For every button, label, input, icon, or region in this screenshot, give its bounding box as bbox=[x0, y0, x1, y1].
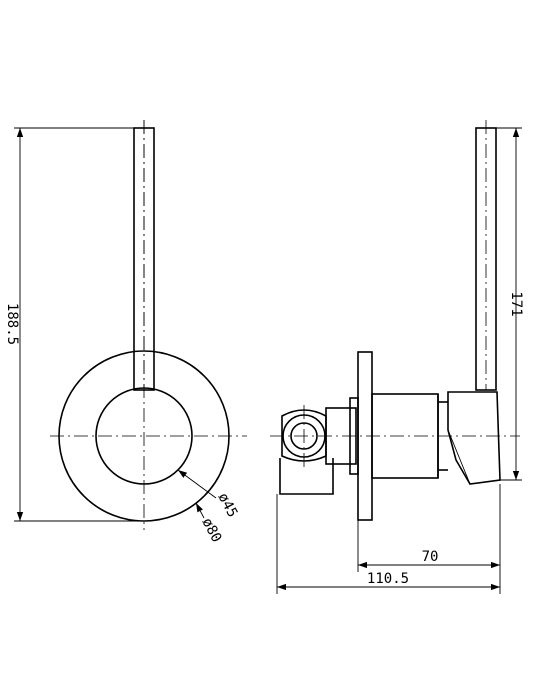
valve-lower-housing bbox=[279, 458, 334, 495]
body-shroud bbox=[371, 393, 439, 479]
dim-80-leader bbox=[195, 502, 205, 519]
dim-front-height-label: 188.5 bbox=[4, 303, 20, 345]
dim-body-depth-label: 70 bbox=[422, 549, 439, 565]
dim-outer-diameter-label: ø80 bbox=[198, 515, 224, 545]
dim-inner-diameter-label: ø45 bbox=[214, 490, 240, 520]
dim-45-leader bbox=[177, 469, 217, 499]
lever-hub bbox=[447, 391, 501, 485]
lever-hub-taper bbox=[447, 429, 471, 485]
dim-total-depth-label: 110.5 bbox=[367, 571, 409, 587]
cartridge-neck bbox=[325, 407, 357, 465]
dim-side-height-label: 171 bbox=[508, 291, 524, 316]
front-view: 188.5 ø45 ø80 bbox=[4, 120, 247, 545]
side-view: 171 70 110.5 bbox=[270, 120, 524, 594]
